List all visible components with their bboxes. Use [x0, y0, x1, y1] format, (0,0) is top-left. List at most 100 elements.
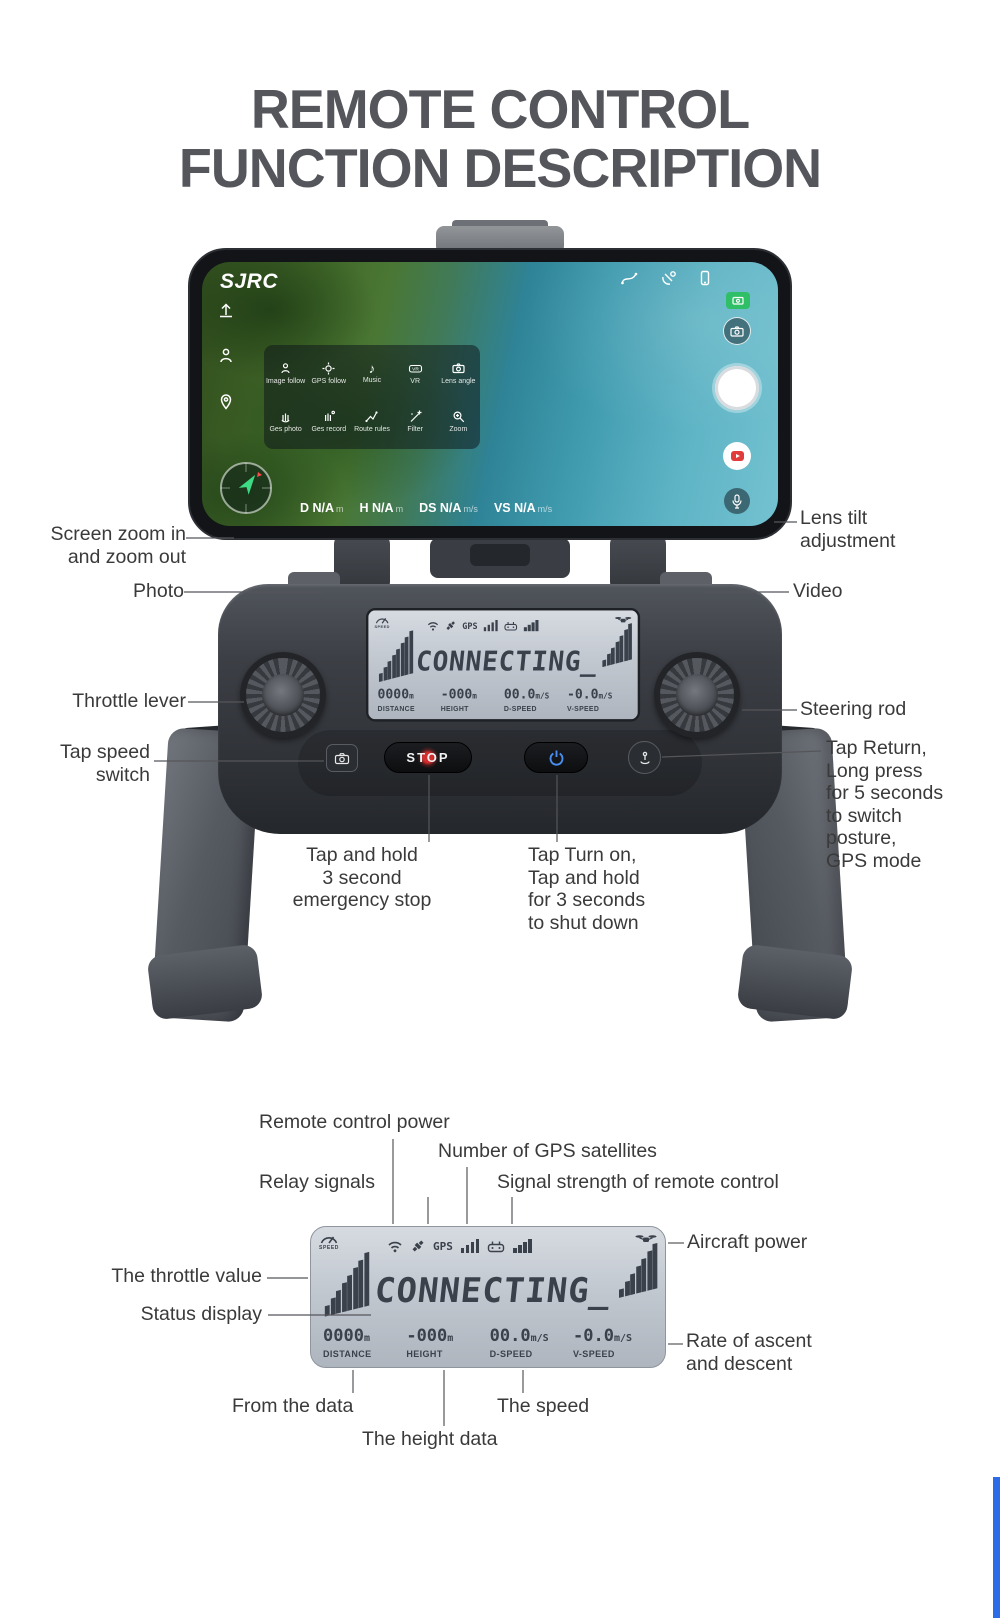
- scrollbar-thumb[interactable]: [993, 1477, 1000, 1618]
- filter-icon: [410, 410, 422, 422]
- stand-foot-left: [146, 943, 264, 1021]
- remote-icon: [504, 621, 518, 631]
- power-icon: [549, 750, 563, 766]
- takeoff-icon[interactable]: [216, 300, 236, 320]
- menu-item-label: VR: [410, 378, 421, 385]
- svg-text:VR: VR: [412, 367, 419, 373]
- steering-rod-stick[interactable]: [654, 652, 740, 738]
- menu-item-label: Music: [362, 377, 382, 384]
- title-line-2: FUNCTION DESCRIPTION: [178, 137, 822, 199]
- callout-photo: Photo: [133, 580, 184, 602]
- lcd-status-text: CONNECTING_: [372, 1271, 614, 1311]
- route-rules-icon: [365, 411, 379, 423]
- menu-item-image-follow[interactable]: Image follow: [264, 349, 307, 397]
- menu-item-route-rules[interactable]: Route rules: [350, 397, 393, 445]
- satellite-icon: [411, 1239, 425, 1253]
- route-icon[interactable]: [620, 270, 638, 286]
- menu-item-music[interactable]: ♪ Music: [350, 349, 393, 397]
- callout-lens-tilt: Lens tilt adjustment: [800, 507, 896, 552]
- menu-item-label: Lens angle: [441, 378, 476, 385]
- compass-widget[interactable]: [218, 460, 274, 516]
- callout-turn-on: Tap Turn on, Tap and hold for 3 seconds …: [528, 844, 646, 934]
- gps-signal-bars: [460, 1239, 480, 1253]
- title-line-1: REMOTE CONTROL: [250, 78, 750, 140]
- lens-angle-icon: [452, 363, 465, 374]
- callout-throttle-value: The throttle value: [111, 1265, 262, 1287]
- waypoint-icon[interactable]: [216, 392, 236, 412]
- gps-signal-bars: [483, 620, 498, 632]
- power-button[interactable]: [524, 742, 588, 773]
- callout-from-data: From the data: [232, 1395, 354, 1417]
- phone-screen: SJRC Image follow GPS follow: [202, 262, 778, 526]
- mic-button[interactable]: [724, 488, 750, 514]
- speed-gauge-icon: SPEED: [319, 1232, 339, 1251]
- menu-item-ges-record[interactable]: Ges record: [307, 397, 350, 445]
- callout-tap-speed: Tap speed switch: [60, 741, 150, 786]
- menu-item-filter[interactable]: Filter: [394, 397, 437, 445]
- emergency-stop-button[interactable]: STOP: [384, 742, 472, 773]
- zoom-icon: [453, 411, 465, 423]
- callout-video: Video: [793, 580, 843, 602]
- callout-throttle-lever: Throttle lever: [72, 690, 186, 712]
- callout-gps-satellites: Number of GPS satellites: [438, 1140, 657, 1162]
- gps-follow-icon: [322, 362, 335, 375]
- callout-height-data: The height data: [362, 1428, 498, 1450]
- satellite-icon[interactable]: [660, 270, 677, 286]
- shutter-button[interactable]: [715, 366, 759, 410]
- remote-signal-bars: [524, 620, 539, 632]
- callout-speed: The speed: [497, 1395, 590, 1417]
- remote-signal-bars: [513, 1239, 532, 1253]
- menu-item-gps-follow[interactable]: GPS follow: [307, 349, 350, 397]
- wifi-icon: [427, 621, 439, 631]
- vr-icon: VR: [408, 364, 422, 373]
- sjrc-logo: SJRC: [220, 270, 279, 293]
- follow-icon[interactable]: [216, 346, 236, 366]
- return-button[interactable]: [628, 741, 661, 774]
- menu-item-ges-photo[interactable]: Ges photo: [264, 397, 307, 445]
- stop-label: STOP: [406, 750, 450, 765]
- callout-remote-power: Remote control power: [259, 1111, 450, 1133]
- menu-item-lens-angle[interactable]: Lens angle: [437, 349, 480, 397]
- phone-icon[interactable]: [699, 270, 711, 286]
- record-icon: [730, 451, 744, 461]
- menu-item-zoom[interactable]: Zoom: [437, 397, 480, 445]
- menu-item-label: Filter: [407, 426, 423, 433]
- satellite-icon: [445, 620, 456, 631]
- aircraft-icon: [635, 1233, 657, 1247]
- stand-foot-right: [736, 943, 854, 1021]
- video-record-button[interactable]: [723, 442, 751, 470]
- record-mode-chip[interactable]: [726, 292, 750, 309]
- callout-rate-ascent: Rate of ascent and descent: [686, 1330, 812, 1375]
- callout-signal-strength: Signal strength of remote control: [497, 1171, 779, 1193]
- lcd-status-icons: GPS: [387, 1235, 532, 1253]
- status-icon-row: [620, 270, 711, 286]
- callout-relay-signals: Relay signals: [259, 1171, 375, 1193]
- smartphone: SJRC Image follow GPS follow: [188, 248, 792, 540]
- speed-gauge-icon: SPEED: [374, 614, 389, 630]
- throttle-lever-stick[interactable]: [240, 652, 326, 738]
- speed-switch-button[interactable]: [326, 744, 358, 772]
- menu-item-label: Ges photo: [269, 426, 302, 433]
- callout-status-display: Status display: [140, 1303, 262, 1325]
- camera-control-column: [706, 262, 778, 526]
- menu-item-label: Route rules: [354, 426, 390, 433]
- remote-icon: [487, 1240, 505, 1253]
- photo-mode-button[interactable]: [723, 317, 751, 345]
- callout-tap-return: Tap Return, Long press for 5 seconds to …: [826, 737, 944, 872]
- menu-item-label: Zoom: [449, 426, 468, 433]
- callout-screen-zoom: Screen zoom in and zoom out: [50, 523, 186, 568]
- camera-mode-panel: Image follow GPS follow ♪ Music VR VR Le…: [264, 345, 480, 449]
- menu-item-vr[interactable]: VR VR: [394, 349, 437, 397]
- music-icon: ♪: [368, 361, 376, 376]
- lcd-status-text: CONNECTING_: [414, 645, 600, 678]
